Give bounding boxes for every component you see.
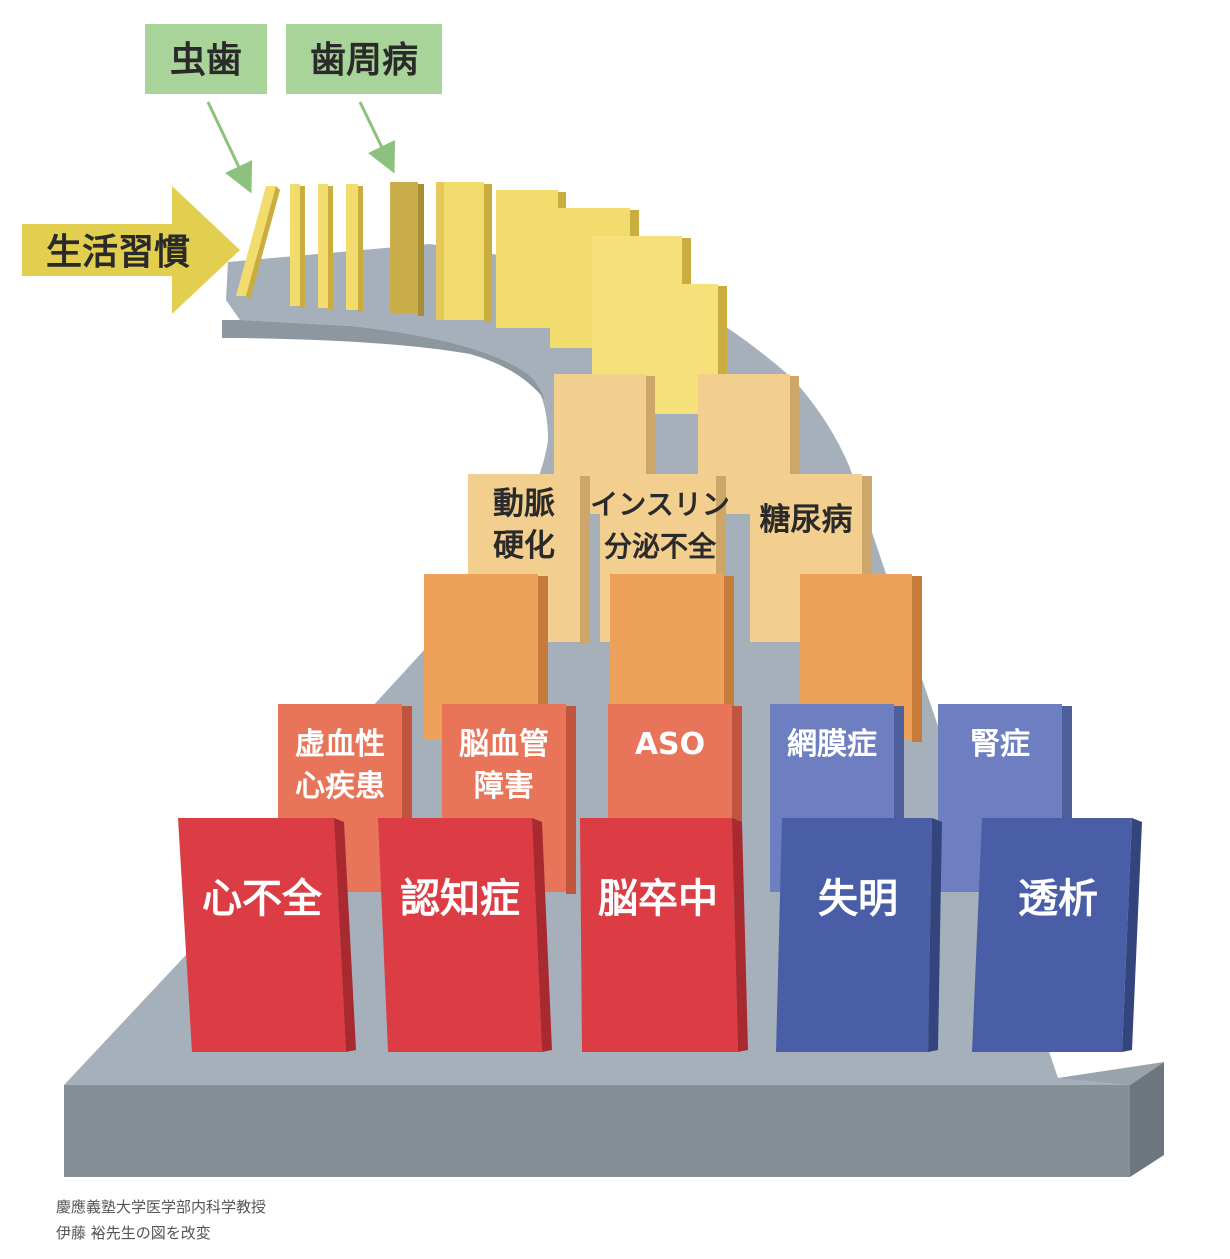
callout-periodontal-label: 歯周病 [310,40,418,81]
callout-periodontal-box [286,24,442,94]
domino-arteriosclerosis-label-1: 動脈 [493,486,555,522]
domino-blindness-label: 失明 [818,876,898,922]
domino-heart-failure-label: 心不全 [202,876,323,922]
domino-yellow-3 [346,184,363,312]
callout-caries-box [145,24,267,94]
callout-caries-label: 虫歯 [170,40,242,81]
domino-row-middle: 虚血性 心疾患 脳血管 障害 ASO 網膜症 腎症 [278,704,1072,894]
credit-line-2: 伊藤 裕先生の図を改変 [56,1224,211,1242]
platform-right-side [1130,1062,1164,1177]
domino-blindness: 失明 [776,818,942,1052]
domino-row-front: 心不全 認知症 脳卒中 失明 透析 [178,818,1142,1052]
domino-diabetes-label: 糖尿病 [760,502,853,538]
domino-aso-label: ASO [635,727,705,762]
domino-dementia: 認知症 [378,818,552,1052]
domino-ischemic-heart-label-2: 心疾患 [295,769,385,804]
domino-stroke: 脳卒中 [580,818,748,1052]
domino-retinopathy-label: 網膜症 [787,727,877,762]
domino-yellow-5 [436,182,492,322]
domino-falling [236,186,280,300]
domino-insulin-label-2: 分泌不全 [604,530,717,563]
callout-caries: 虫歯 [145,24,267,194]
callout-periodontal-pointer [358,101,395,174]
domino-cerebrovascular-label-1: 脳血管 [459,727,549,762]
domino-yellow-1 [290,184,305,308]
lifestyle-arrow-shape [22,186,240,314]
domino-yellow-2 [318,184,333,310]
domino-dementia-label: 認知症 [400,876,520,922]
domino-insulin-label-1: インスリン [590,488,729,521]
platform-front [64,1085,1130,1177]
credit-line-1: 慶應義塾大学医学部内科学教授 [56,1198,267,1216]
domino-stroke-label: 脳卒中 [598,876,718,922]
domino-dialysis: 透析 [972,818,1142,1052]
lifestyle-arrow-label: 生活習慣 [46,232,190,273]
platform-right-top-edge [1058,1062,1164,1085]
domino-arteriosclerosis-label-2: 硬化 [493,528,555,564]
callout-periodontal: 歯周病 [286,24,442,174]
domino-nephropathy-label: 腎症 [970,727,1030,762]
domino-yellow-4-dark [390,182,424,316]
platform-left-lip [222,320,545,400]
domino-heart-failure: 心不全 [178,818,356,1052]
lifestyle-arrow: 生活習慣 [22,186,240,314]
domino-cerebrovascular-label-2: 障害 [474,769,534,804]
callout-caries-pointer [206,101,253,194]
domino-dialysis-label: 透析 [1018,876,1098,922]
domino-ischemic-heart-label-1: 虚血性 [295,727,385,762]
